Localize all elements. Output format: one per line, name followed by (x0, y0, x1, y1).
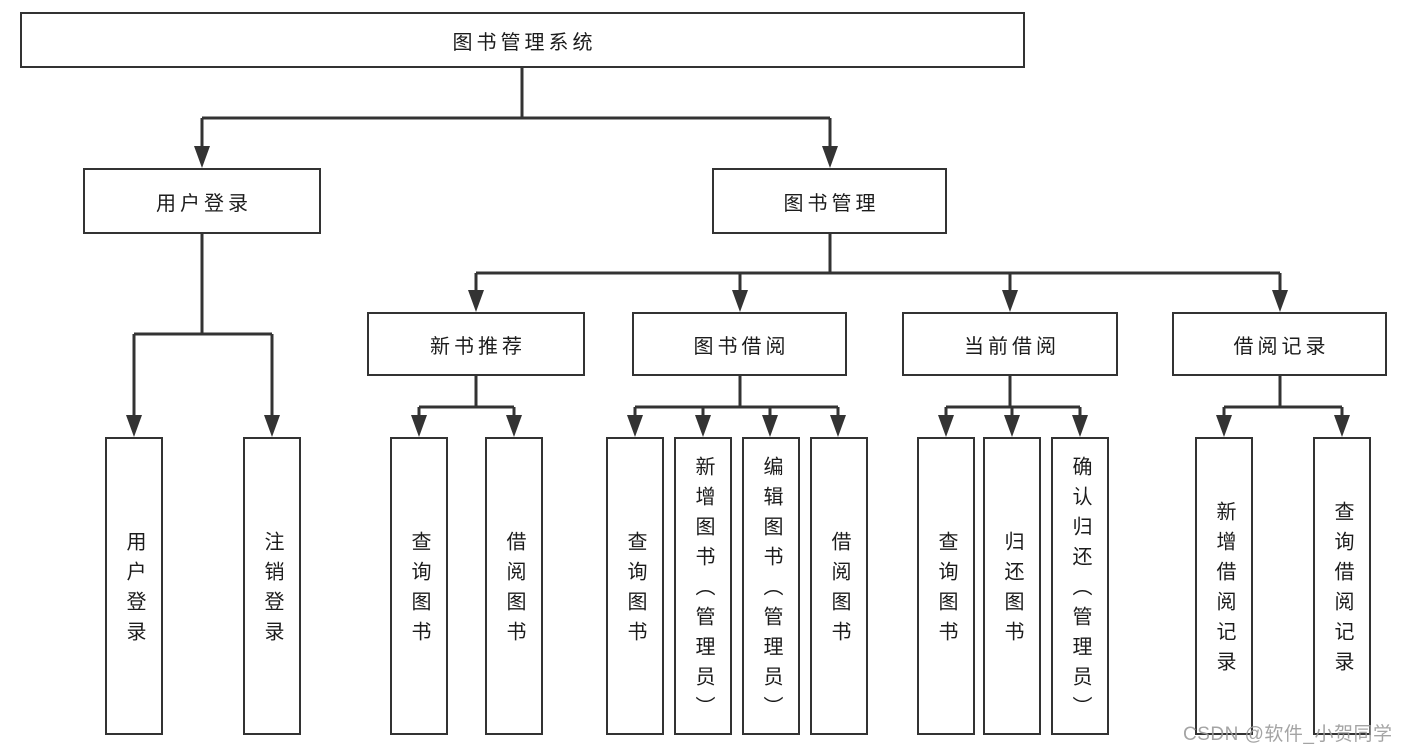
leaf-logout-label: 注销登录 (261, 531, 283, 651)
leaf-add-book-admin: 新增图书（管理员） (674, 437, 732, 735)
node-root-label: 图书管理系统 (452, 31, 597, 54)
node-current-borrow-label: 当前借阅 (964, 335, 1060, 358)
node-book-management: 图书管理 (712, 168, 947, 234)
leaf-user-login: 用户登录 (105, 437, 163, 735)
leaf-user-login-label: 用户登录 (123, 531, 145, 651)
node-new-book-recommend-label: 新书推荐 (430, 335, 526, 358)
node-book-management-label: 图书管理 (783, 192, 880, 215)
leaf-borrow-books-recommend-label: 借阅图书 (503, 531, 525, 651)
leaf-add-borrow-record-label: 新增借阅记录 (1213, 501, 1235, 681)
leaf-add-borrow-record: 新增借阅记录 (1195, 437, 1253, 735)
leaf-query-books-current-label: 查询图书 (935, 531, 957, 651)
node-borrow-records: 借阅记录 (1172, 312, 1387, 376)
node-book-borrow: 图书借阅 (632, 312, 847, 376)
leaf-edit-book-admin-label: 编辑图书（管理员） (760, 456, 782, 726)
leaf-borrow-books-label: 借阅图书 (828, 531, 850, 651)
leaf-query-books-current: 查询图书 (917, 437, 975, 735)
node-borrow-records-label: 借阅记录 (1233, 335, 1330, 358)
leaf-confirm-return-admin: 确认归还（管理员） (1051, 437, 1109, 735)
leaf-add-book-admin-label: 新增图书（管理员） (692, 456, 714, 726)
leaf-logout: 注销登录 (243, 437, 301, 735)
node-user-login-label: 用户登录 (156, 192, 252, 215)
leaf-borrow-books: 借阅图书 (810, 437, 868, 735)
leaf-edit-book-admin: 编辑图书（管理员） (742, 437, 800, 735)
node-book-borrow-label: 图书借阅 (693, 335, 790, 358)
node-current-borrow: 当前借阅 (902, 312, 1118, 376)
leaf-query-borrow-record-label: 查询借阅记录 (1331, 501, 1353, 681)
arrow-heads (126, 146, 1350, 437)
connector-lines (132, 68, 1344, 421)
leaf-confirm-return-admin-label: 确认归还（管理员） (1069, 456, 1091, 726)
leaf-query-books-recommend-label: 查询图书 (408, 531, 430, 651)
leaf-query-borrow-record: 查询借阅记录 (1313, 437, 1371, 735)
leaf-query-books-recommend: 查询图书 (390, 437, 448, 735)
leaf-query-books-borrow: 查询图书 (606, 437, 664, 735)
leaf-return-books-label: 归还图书 (1001, 531, 1023, 651)
leaf-borrow-books-recommend: 借阅图书 (485, 437, 543, 735)
node-new-book-recommend: 新书推荐 (367, 312, 585, 376)
watermark: CSDN @软件_小贺同学 (1183, 724, 1393, 745)
node-user-login: 用户登录 (83, 168, 321, 234)
leaf-return-books: 归还图书 (983, 437, 1041, 735)
leaf-query-books-borrow-label: 查询图书 (624, 531, 646, 651)
node-root: 图书管理系统 (20, 12, 1025, 68)
